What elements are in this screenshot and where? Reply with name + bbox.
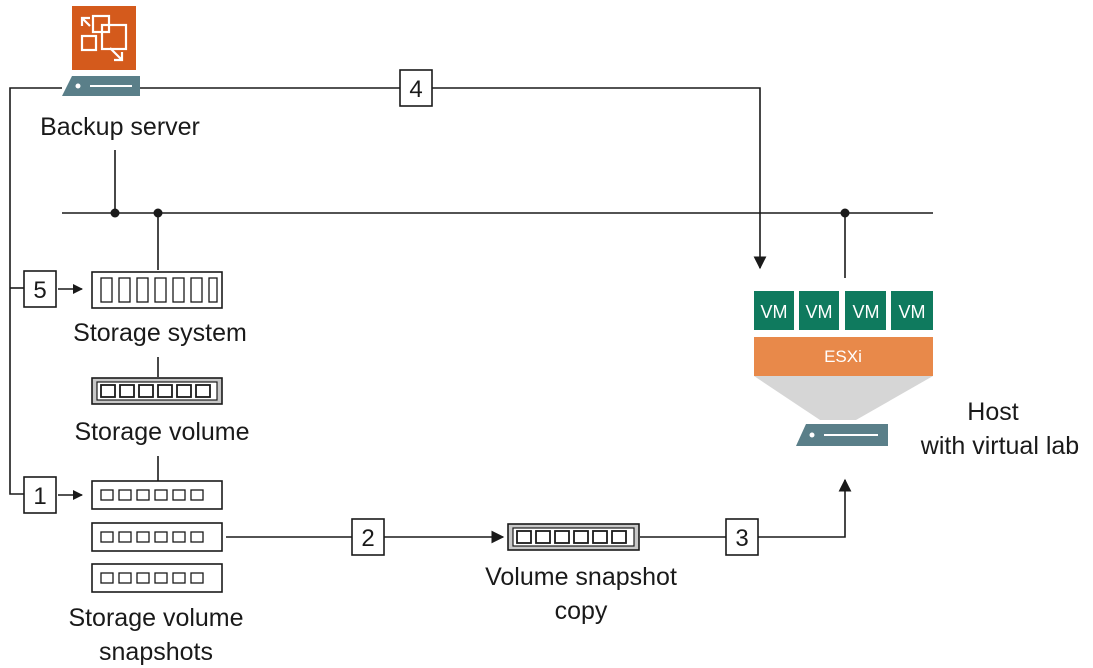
host-label-2: with virtual lab <box>920 432 1079 460</box>
svg-text:VM: VM <box>806 302 833 322</box>
step-1-marker: 1 <box>23 476 57 514</box>
storage-volume-snapshots-label: Storage volume <box>68 604 243 632</box>
step-3-marker: 3 <box>725 518 759 556</box>
esxi-layer: ESXi <box>754 337 933 376</box>
storage-volume-label: Storage volume <box>74 418 249 446</box>
step-5-marker: 5 <box>23 270 57 308</box>
storage-snapshot-icon <box>91 563 223 593</box>
path-step-3 <box>640 478 852 538</box>
backup-server-unit-icon <box>62 76 140 96</box>
svg-text:VM: VM <box>761 302 788 322</box>
vm-block: VM <box>754 291 794 330</box>
path-step-4 <box>140 87 767 270</box>
step-4-marker: 4 <box>399 69 433 107</box>
backup-server-label: Backup server <box>40 113 200 141</box>
backup-server-icon <box>72 6 136 70</box>
svg-text:3: 3 <box>735 525 748 552</box>
storage-snapshot-icon <box>91 480 223 510</box>
left-control-path <box>9 87 62 495</box>
volume-snapshot-copy-label-2: copy <box>555 597 608 625</box>
network-junction-dot <box>110 208 120 218</box>
volume-snapshot-copy-icon <box>507 523 640 551</box>
vm-block: VM <box>799 291 839 330</box>
storage-volume-icon <box>91 377 223 405</box>
host-projection-shape <box>754 376 933 420</box>
storage-system-icon <box>91 271 223 309</box>
svg-text:2: 2 <box>361 525 374 552</box>
network-junction-dot <box>153 208 163 218</box>
host-label: Host <box>967 398 1018 426</box>
host-server-icon <box>796 424 888 446</box>
svg-text:4: 4 <box>409 76 422 103</box>
svg-text:5: 5 <box>33 277 46 304</box>
svg-text:VM: VM <box>899 302 926 322</box>
vm-block: VM <box>891 291 933 330</box>
step-2-marker: 2 <box>351 518 385 556</box>
network-junction-dot <box>840 208 850 218</box>
storage-system-label: Storage system <box>73 319 247 347</box>
storage-snapshot-icon <box>91 522 223 552</box>
vm-block: VM <box>845 291 886 330</box>
svg-text:1: 1 <box>33 483 46 510</box>
svg-text:ESXi: ESXi <box>824 347 862 366</box>
volume-snapshot-copy-label: Volume snapshot <box>485 563 677 591</box>
svg-text:VM: VM <box>853 302 880 322</box>
storage-volume-snapshots-label-2: snapshots <box>99 638 213 666</box>
